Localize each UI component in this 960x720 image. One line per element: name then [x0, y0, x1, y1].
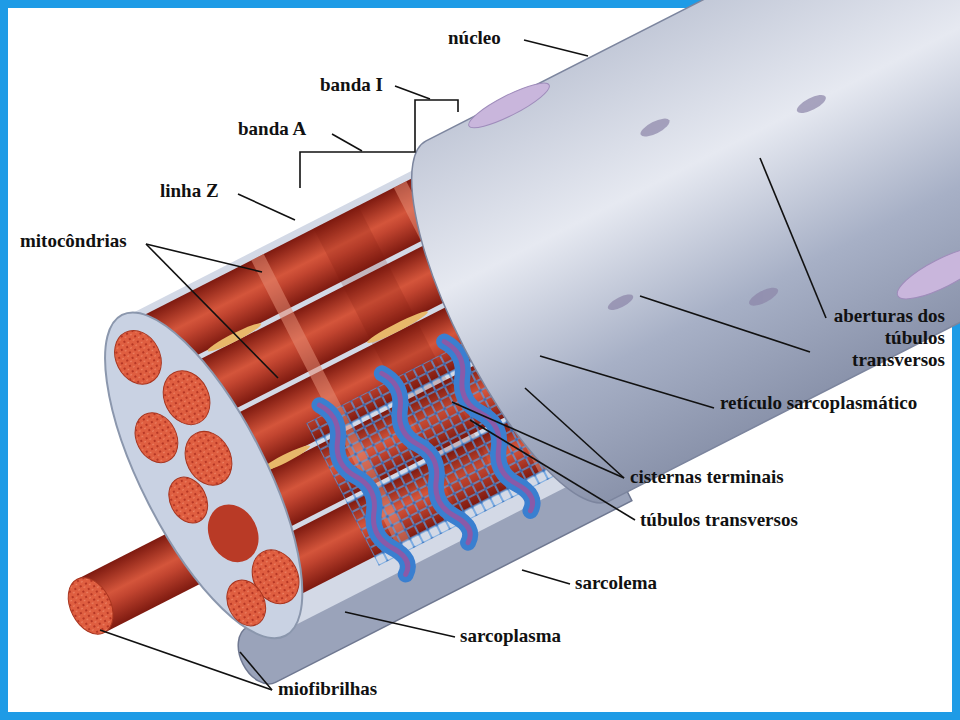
- part-label: retículo sarcoplasmático: [720, 392, 920, 414]
- part-label: linha Z: [160, 180, 219, 202]
- part-label: aberturas dos túbulos transversos: [815, 305, 945, 371]
- part-label: sarcolema: [575, 572, 657, 594]
- part-label: cisternas terminais: [630, 466, 784, 488]
- part-label: sarcoplasma: [460, 625, 561, 647]
- part-label: túbulos transversos: [640, 509, 798, 531]
- part-label: banda A: [238, 118, 306, 140]
- part-label: banda I: [320, 74, 383, 96]
- leader-lines: [100, 40, 826, 690]
- nuclei: [464, 0, 960, 447]
- part-label: miofibrilhas: [278, 678, 377, 700]
- sarcolemma: [373, 0, 960, 528]
- fibril-end: [59, 570, 122, 642]
- myofibril-sections: [90, 311, 313, 636]
- part-label: mitocôndrias: [20, 230, 127, 252]
- fibril-root: [198, 496, 268, 571]
- part-label: núcleo: [448, 27, 501, 49]
